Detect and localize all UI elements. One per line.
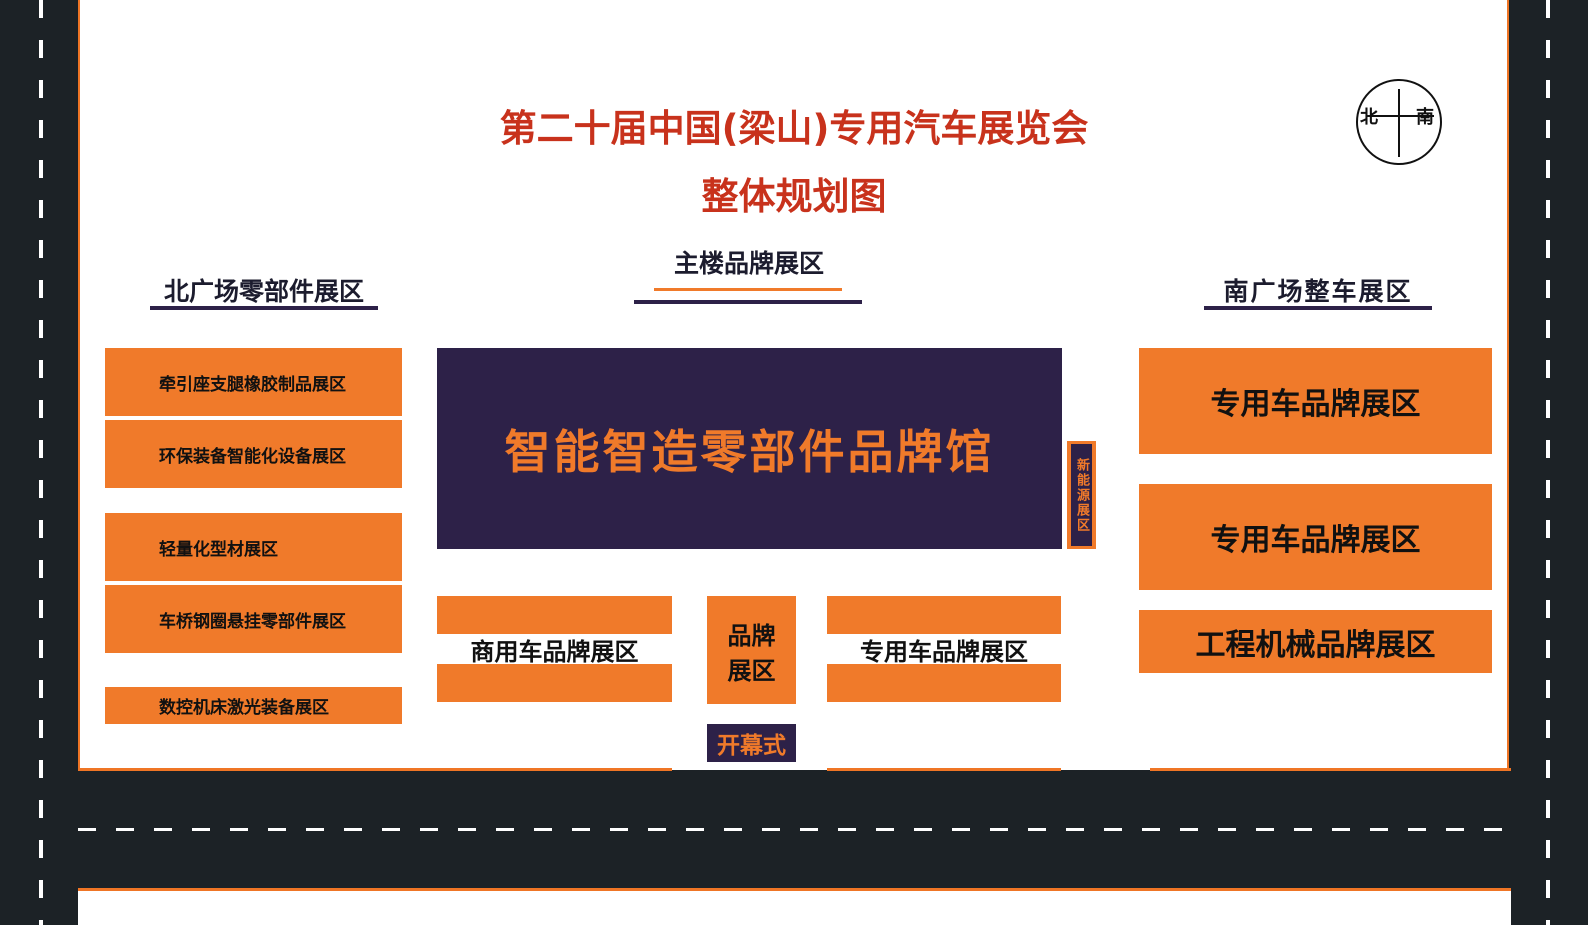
west-road-lane-marking	[39, 0, 43, 925]
south-plaza-underline	[1204, 306, 1432, 310]
compass-horizontal-line	[1366, 115, 1434, 117]
north-plaza-underline	[150, 306, 378, 310]
main-hall-label: 智能智造零部件品牌馆	[504, 424, 995, 479]
site-boundary-west	[78, 768, 672, 771]
compass-south-label: 南	[1416, 107, 1434, 128]
zone-label: 专用车品牌展区	[1210, 523, 1421, 558]
east-road-lane-marking	[1546, 0, 1550, 925]
zone-bottom-band	[437, 664, 672, 702]
compass: 北 南	[1356, 79, 1442, 165]
north-zone-lightweight-profiles[interactable]: 轻量化型材展区	[105, 513, 402, 581]
zone-label: 数控机床激光装备展区	[159, 698, 329, 718]
opening-ceremony-zone[interactable]: 开幕式	[707, 724, 796, 762]
zone-label-box: 专用车品牌展区	[827, 634, 1061, 666]
zone-top-band	[827, 596, 1061, 634]
zone-label: 专用车品牌展区	[1210, 387, 1421, 422]
brand-zone-label-2: 展区	[727, 657, 776, 685]
commercial-vehicle-zone[interactable]: 商用车品牌展区	[437, 596, 672, 702]
brand-zone[interactable]: 品牌 展区	[707, 596, 796, 704]
zone-label: 轻量化型材展区	[159, 539, 278, 560]
north-zone-axle-suspension[interactable]: 车桥钢圈悬挂零部件展区	[105, 585, 402, 653]
main-building-orange-line	[654, 288, 842, 291]
compass-vertical-line	[1398, 89, 1400, 157]
new-energy-label-box: 新能源展区	[1071, 444, 1092, 546]
new-energy-label: 新能源展区	[1074, 457, 1089, 533]
north-zone-traction-seats[interactable]: 牵引座支腿橡胶制品展区	[105, 348, 402, 416]
new-energy-zone[interactable]: 新能源展区	[1067, 441, 1096, 549]
zone-bottom-band	[827, 664, 1061, 702]
south-road-lane-marking	[78, 828, 1511, 831]
main-building-heading: 主楼品牌展区	[673, 249, 824, 278]
main-hall-smart-manufacturing[interactable]: 智能智造零部件品牌馆	[437, 348, 1062, 549]
zone-top-band	[437, 596, 672, 634]
map-subtitle: 整体规划图	[701, 175, 887, 218]
south-zone-special-vehicle-2[interactable]: 专用车品牌展区	[1139, 484, 1492, 590]
zone-label: 专用车品牌展区	[860, 637, 1028, 666]
special-vehicle-zone-main[interactable]: 专用车品牌展区	[827, 596, 1061, 702]
north-zone-cnc-laser[interactable]: 数控机床激光装备展区	[105, 687, 402, 724]
compass-north-label: 北	[1360, 107, 1378, 128]
north-zone-environmental-equipment[interactable]: 环保装备智能化设备展区	[105, 420, 402, 488]
zone-label-box: 商用车品牌展区	[437, 634, 672, 666]
south-zone-special-vehicle-1[interactable]: 专用车品牌展区	[1139, 348, 1492, 454]
zone-label: 环保装备智能化设备展区	[159, 446, 346, 467]
main-building-underline	[634, 300, 862, 304]
zone-label: 牵引座支腿橡胶制品展区	[159, 374, 346, 395]
brand-zone-label-1: 品牌	[727, 622, 776, 650]
zone-label: 车桥钢圈悬挂零部件展区	[159, 611, 346, 632]
lower-plot	[78, 888, 1511, 925]
zone-label: 工程机械品牌展区	[1195, 627, 1436, 663]
north-plaza-heading: 北广场零部件展区	[163, 277, 364, 306]
site-boundary-middle	[827, 768, 1061, 771]
opening-ceremony-label: 开幕式	[717, 733, 786, 759]
south-zone-engineering-machinery[interactable]: 工程机械品牌展区	[1139, 610, 1492, 673]
zone-label: 商用车品牌展区	[470, 637, 639, 666]
south-plaza-heading: 南广场整车展区	[1223, 277, 1413, 306]
site-boundary-east	[1150, 768, 1511, 771]
map-title: 第二十届中国(梁山)专用汽车展览会	[499, 107, 1089, 150]
